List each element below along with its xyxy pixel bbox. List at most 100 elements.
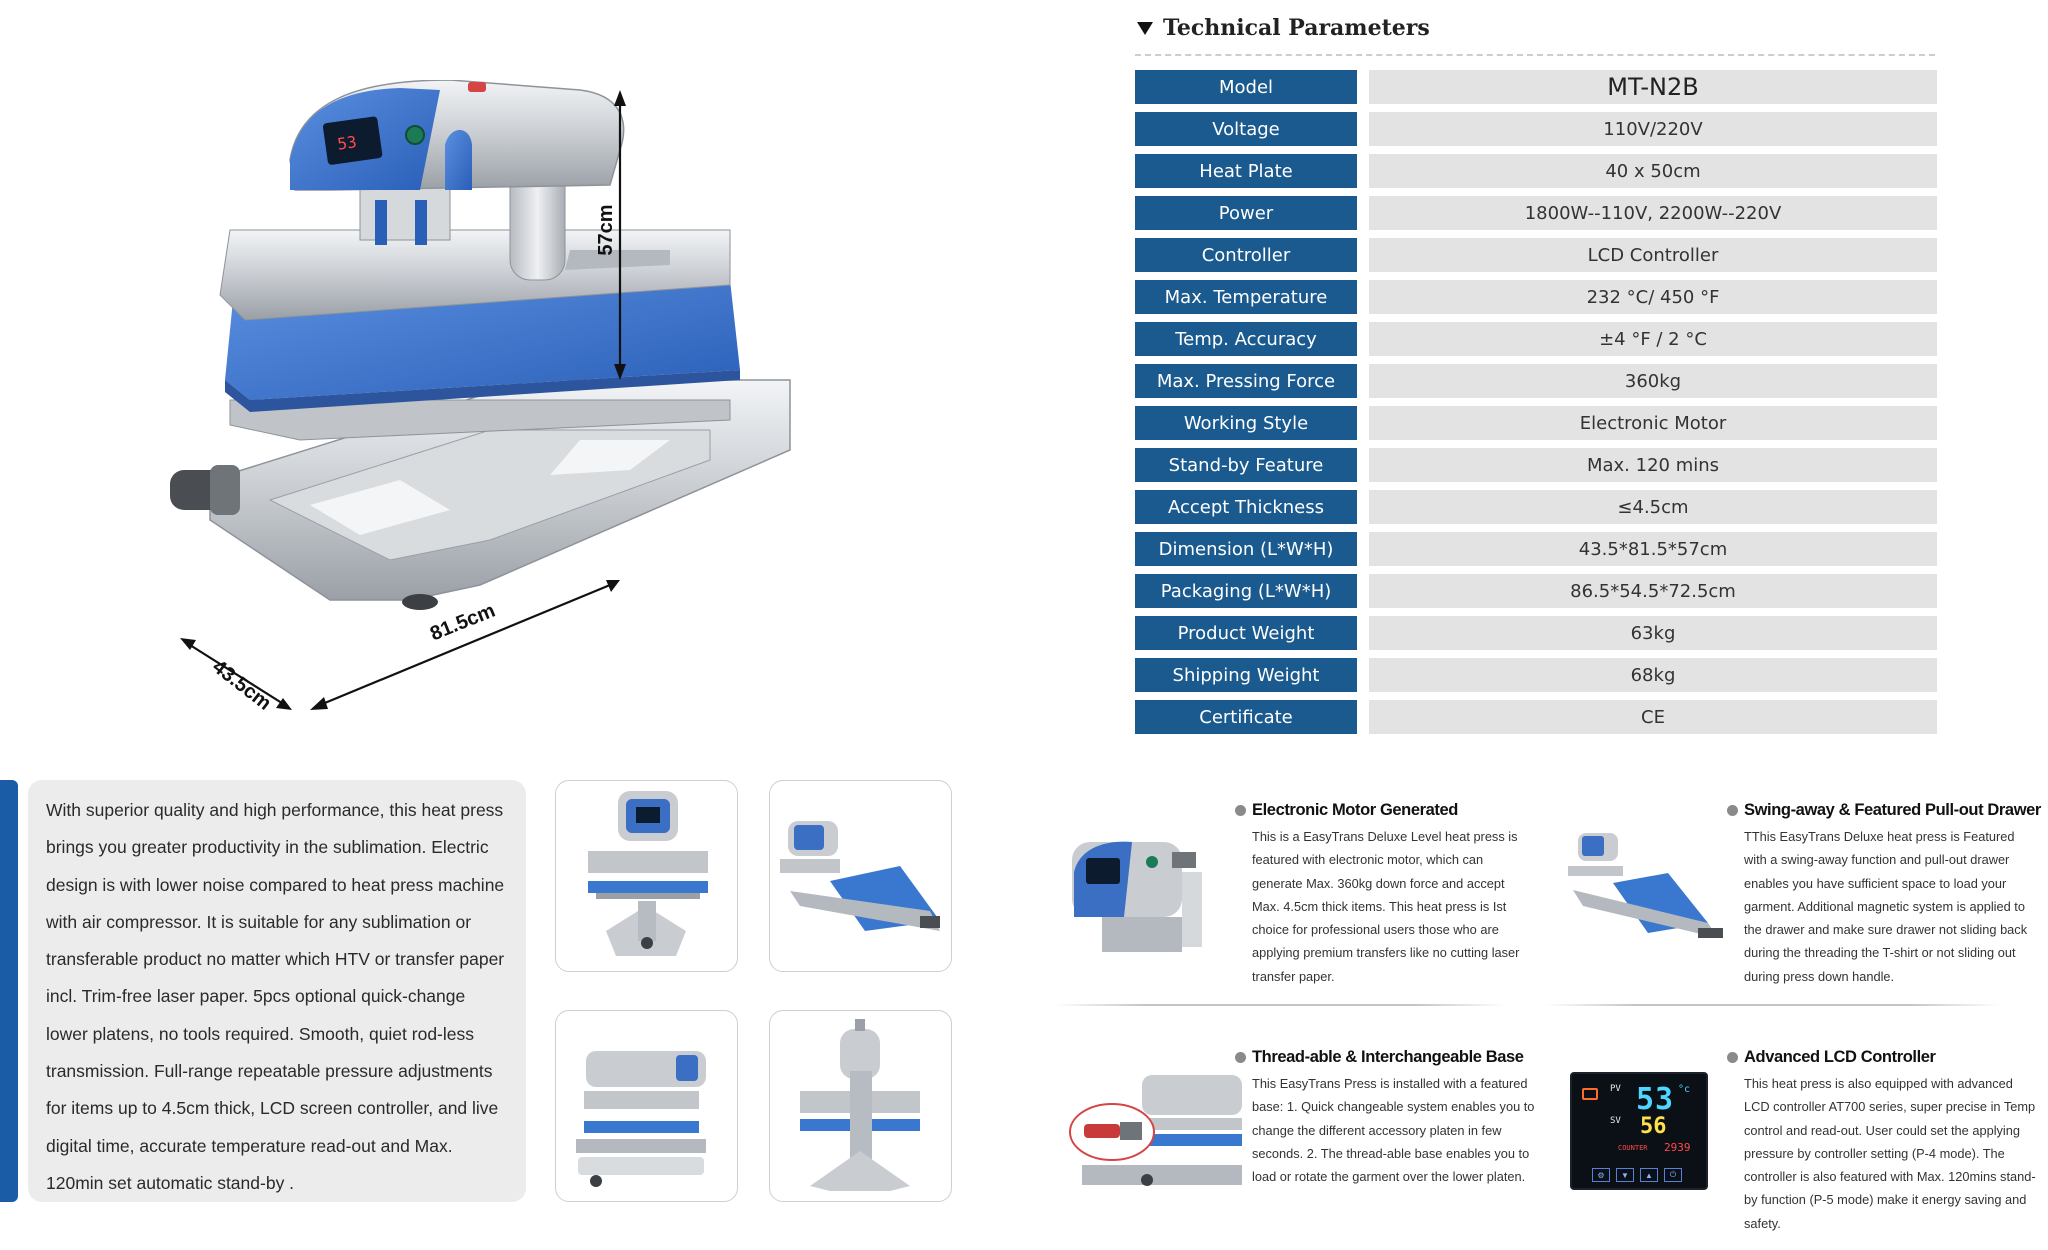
- spec-value: ≤4.5cm: [1369, 490, 1937, 524]
- spec-row-stand-by: Stand-by Feature Max. 120 mins: [1135, 448, 1940, 482]
- spec-label: Dimension (L*W*H): [1135, 532, 1357, 566]
- lcd-pv-label: PV: [1610, 1084, 1621, 1094]
- spec-value: 86.5*54.5*72.5cm: [1369, 574, 1937, 608]
- feature-drawer-image: [1568, 833, 1723, 938]
- spec-row-temp-accuracy: Temp. Accuracy±4 °F / 2 °C: [1135, 322, 1940, 356]
- feature-title-motor: Electronic Motor Generated: [1235, 801, 1458, 820]
- spec-label: Model: [1135, 70, 1357, 104]
- spec-label: Certificate: [1135, 700, 1357, 734]
- accent-bar: [0, 780, 18, 1202]
- press-head: 53: [289, 80, 625, 191]
- spec-row-model: Model MT-N2B: [1135, 70, 1940, 104]
- spec-value: 43.5*81.5*57cm: [1369, 532, 1937, 566]
- feature-text-motor: This is a EasyTrans Deluxe Level heat pr…: [1252, 829, 1520, 984]
- lcd-counter-label: COUNTER: [1618, 1144, 1648, 1152]
- spec-value: 63kg: [1369, 616, 1937, 650]
- spec-label: Stand-by Feature: [1135, 448, 1357, 482]
- spec-label: Max. Pressing Force: [1135, 364, 1357, 398]
- feature-title-text: Advanced LCD Controller: [1744, 1048, 1936, 1066]
- lcd-sv-label: SV: [1610, 1116, 1621, 1126]
- lcd-counter-value: 2939: [1664, 1141, 1691, 1154]
- tech-title: Technical Parameters: [1163, 15, 1430, 41]
- feature-title-text: Electronic Motor Generated: [1252, 801, 1458, 819]
- spec-label: Packaging (L*W*H): [1135, 574, 1357, 608]
- spec-label: Shipping Weight: [1135, 658, 1357, 692]
- spec-row-packaging: Packaging (L*W*H) 86.5*54.5*72.5cm: [1135, 574, 1940, 608]
- spec-label: Working Style: [1135, 406, 1357, 440]
- lcd-down-button-icon: ▼: [1616, 1168, 1634, 1182]
- spec-row-heat-plate: Heat Plate 40 x 50cm: [1135, 154, 1940, 188]
- spec-label: Accept Thickness: [1135, 490, 1357, 524]
- feature-text-drawer: TThis EasyTrans Deluxe heat press is Fea…: [1744, 829, 2028, 984]
- feature-divider: [1545, 1004, 2000, 1006]
- spec-label: Controller: [1135, 238, 1357, 272]
- spec-label: Power: [1135, 196, 1357, 230]
- spec-value: 1800W--110V, 2200W--220V: [1369, 196, 1937, 230]
- spec-value: CE: [1369, 700, 1937, 734]
- feature-text-lcd: This heat press is also equipped with ad…: [1744, 1076, 2036, 1231]
- thumbnail-side-view[interactable]: [555, 1010, 738, 1202]
- feature-title-text: Thread-able & Interchangeable Base: [1252, 1048, 1524, 1066]
- feature-motor-image: [1072, 841, 1202, 952]
- thumbnail-front-view[interactable]: [555, 780, 738, 972]
- spec-row-power: Power 1800W--110V, 2200W--220V: [1135, 196, 1940, 230]
- side-view-image: [576, 1051, 706, 1187]
- tech-header: Technical Parameters: [1135, 12, 1940, 44]
- lcd-button-row: ⚙ ▼ ▲ ⏻: [1592, 1168, 1682, 1182]
- spec-value: 110V/220V: [1369, 112, 1937, 146]
- dim-height-label: 57cm: [595, 204, 617, 255]
- spec-label: Temp. Accuracy: [1135, 322, 1357, 356]
- technical-parameters: Technical Parameters Model MT-N2B Voltage…: [1135, 12, 1940, 742]
- spec-row-controller: Controller LCD Controller: [1135, 238, 1940, 272]
- lcd-up-button-icon: ▲: [1640, 1168, 1658, 1182]
- rear-view-image: [800, 1019, 920, 1191]
- spec-value: LCD Controller: [1369, 238, 1937, 272]
- feature-title-lcd: Advanced LCD Controller: [1727, 1048, 1936, 1067]
- spec-row-accept-thickness: Accept Thickness ≤4.5cm: [1135, 490, 1940, 524]
- spec-table: Model MT-N2B Voltage 110V/220V Heat Plate 4…: [1135, 70, 1940, 734]
- feature-title-text: Swing-away & Featured Pull-out Drawer: [1744, 801, 2041, 819]
- dim-length-label: 81.5cm: [427, 600, 498, 646]
- lcd-power-button-icon: ⏻: [1664, 1168, 1682, 1182]
- description-panel: With superior quality and high performan…: [28, 780, 526, 1202]
- spec-label: Product Weight: [1135, 616, 1357, 650]
- hero-lcd-readout: 53: [336, 132, 358, 153]
- dashed-divider: [1135, 54, 1935, 56]
- lcd-controller-panel: PV SV 53 °c 56 COUNTER 2939 ⚙ ▼ ▲ ⏻: [1570, 1072, 1708, 1190]
- thumbnail-swing-view[interactable]: [769, 780, 952, 972]
- feature-divider: [1055, 1004, 1505, 1006]
- bullet-dot-icon: [1727, 805, 1738, 816]
- bullet-dot-icon: [1727, 1052, 1738, 1063]
- feature-text-base: This EasyTrans Press is installed with a…: [1252, 1076, 1535, 1185]
- lcd-pv-value: 53: [1636, 1082, 1675, 1117]
- spec-label: Voltage: [1135, 112, 1357, 146]
- spec-row-product-weight: Product Weight 63kg: [1135, 616, 1940, 650]
- front-view-image: [588, 791, 708, 956]
- spec-row-max-pressing-force: Max. Pressing Force 360kg: [1135, 364, 1940, 398]
- heat-press-illustration: 53 57cm 81.5cm 43.5cm: [170, 80, 791, 715]
- spec-value: 40 x 50cm: [1369, 154, 1937, 188]
- bullet-dot-icon: [1235, 805, 1246, 816]
- spec-label: Heat Plate: [1135, 154, 1357, 188]
- lcd-unit: °c: [1678, 1084, 1691, 1095]
- description-text: With superior quality and high performan…: [46, 800, 505, 1193]
- spec-value: Max. 120 mins: [1369, 448, 1937, 482]
- spec-value: 232 °C/ 450 °F: [1369, 280, 1937, 314]
- triangle-down-icon: [1137, 21, 1153, 35]
- spec-value: MT-N2B: [1369, 70, 1937, 104]
- heat-icon: [1582, 1088, 1598, 1100]
- spec-label: Max. Temperature: [1135, 280, 1357, 314]
- spec-row-certificate: Certificate CE: [1135, 700, 1940, 734]
- lcd-sv-value: 56: [1640, 1114, 1667, 1139]
- upper-platen: [219, 229, 731, 321]
- feature-title-drawer: Swing-away & Featured Pull-out Drawer: [1727, 801, 2041, 820]
- feature-base-image: [1069, 1075, 1242, 1186]
- spec-value: 360kg: [1369, 364, 1937, 398]
- spec-row-dimension: Dimension (L*W*H) 43.5*81.5*57cm: [1135, 532, 1940, 566]
- dim-width-label: 43.5cm: [208, 656, 275, 715]
- dimension-lines: [180, 90, 626, 710]
- bullet-dot-icon: [1235, 1052, 1246, 1063]
- thumbnail-rear-view[interactable]: [769, 1010, 952, 1202]
